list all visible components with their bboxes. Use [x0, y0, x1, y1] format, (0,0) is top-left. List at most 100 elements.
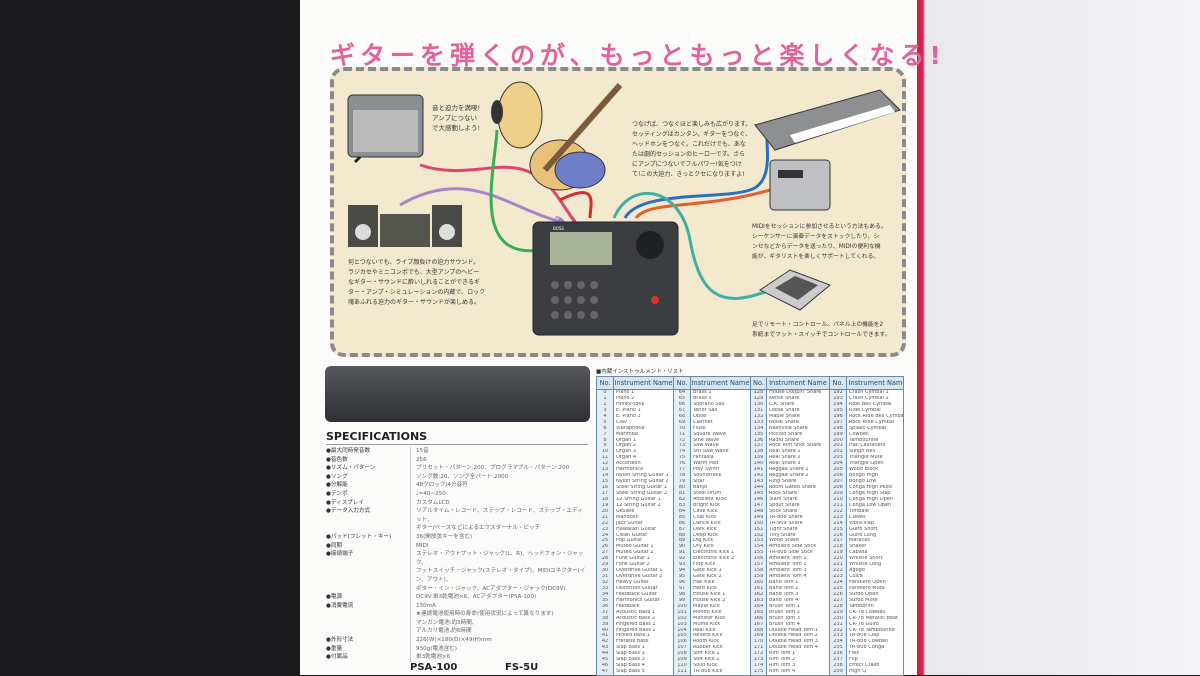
instrument-number: 138 — [753, 449, 764, 455]
spec-value-line: ギター/ベースなどによるエクスターナル・ピッチ — [416, 525, 541, 532]
instrument-number: 217 — [833, 538, 843, 544]
instrument-number: 27 — [601, 550, 609, 556]
instrument-number: 208 — [833, 485, 843, 490]
instrument-name: TR-808 Clap — [849, 633, 880, 639]
instrument-number: 78 — [678, 473, 686, 479]
instrument-name: Rock Snare — [769, 490, 797, 496]
instrument-name: Dry Kick — [693, 544, 714, 550]
instrument-number: 87 — [678, 526, 686, 532]
instrument-name: Soft Kick 1 — [693, 651, 720, 657]
header-no: No. — [830, 377, 846, 390]
instrument-number: 8 — [603, 437, 607, 443]
instrument-name: Rock Ride Bell Cymbal — [849, 413, 904, 419]
instrument-name: Reggae Snare 1 — [769, 467, 809, 473]
instrument-name: Real Snare 2 — [769, 455, 801, 461]
instrument-number: 88 — [678, 532, 686, 538]
instrument-number: 238 — [833, 663, 843, 669]
instrument-number: 2 — [603, 401, 607, 407]
instrument-name: Funk Guitar 1 — [616, 556, 650, 562]
instrument-name: Funk Guitar 2 — [616, 562, 650, 568]
instrument-name: Double Head Tom 3 — [769, 639, 818, 645]
instrument-name: Soprano Sax — [693, 401, 725, 407]
instrument-name: Brass 3 — [693, 395, 712, 401]
instrument-name: Tenor Sax — [693, 407, 718, 413]
instrument-number: 102 — [677, 615, 687, 621]
spec-value-line: ソング数:20、ソング全パート:2000 — [416, 473, 509, 480]
instrument-number: 152 — [753, 532, 764, 538]
spec-value: 256 — [410, 455, 588, 465]
spec-row: ●テンポ♩=40~250 — [326, 489, 588, 499]
spec-value: リアルタイム・レコード、ステップ・レコード、ステップ・エディット、ギター/ベース… — [410, 507, 588, 533]
instrument-number: 134 — [753, 425, 764, 431]
instrument-name: Double Head Tom 1 — [769, 627, 818, 633]
instrument-number: 75 — [678, 455, 686, 461]
instrument-number: 135 — [753, 431, 764, 437]
instrument-number: 150 — [753, 520, 764, 526]
instrument-number: 170 — [753, 639, 764, 645]
amp-caption: 音と迫力を満喫!アンプにつないで大感動しよう! — [432, 104, 481, 132]
spec-value-line: 15音 — [416, 448, 429, 454]
instrument-name: Timbale — [849, 508, 869, 514]
instrument-name: TR-808 Cowbell — [849, 639, 888, 645]
instrument-name: Ambient Tom 3 — [769, 568, 807, 574]
instrument-number: 146 — [753, 496, 764, 502]
instrument-number: 166 — [753, 615, 764, 621]
instrument-name: Overdrive Guitar 2 — [616, 574, 663, 580]
instrument-number: 129 — [753, 395, 764, 401]
instrument-number: 11 — [601, 455, 609, 461]
spec-row: ●接続端子ステレオ・アウトプット・ジャック(L、R)、ヘッドフォン・ジャック、フ… — [326, 550, 588, 594]
instrument-name: House Doopin' Snare — [769, 390, 822, 395]
instrument-name: Tambourine — [849, 437, 879, 443]
spec-label: ●音色数 — [326, 456, 348, 463]
instrument-number: 148 — [753, 508, 764, 514]
instrument-number: 31 — [601, 574, 609, 580]
instrument-number: 143 — [753, 479, 764, 485]
instrument-name: Conga High Slap — [849, 490, 891, 496]
instrument-number: 198 — [833, 425, 843, 431]
instrument-name: Club Kick — [693, 514, 717, 520]
instrument-number: 21 — [601, 514, 609, 520]
instrument-number: 104 — [677, 627, 687, 633]
instrument-name: Rim Tom 2 — [769, 657, 796, 663]
instrument-name: Reverb Kick — [693, 633, 723, 639]
spec-label: ●分解能 — [326, 482, 348, 489]
instrument-number: 26 — [601, 544, 609, 550]
instrument-name: Band Tom 4 — [769, 597, 799, 603]
header-no: No. — [751, 377, 766, 390]
instrument-name: Harmonics Guitar — [616, 597, 660, 603]
instrument-number: 213 — [833, 514, 843, 520]
instrument-name: Sitar — [693, 479, 705, 485]
instrument-name: Heavy Guitar — [616, 580, 649, 585]
instrument-name: Fretless Bass — [616, 639, 649, 645]
spec-label: ●付属品 — [326, 654, 348, 661]
instrument-name: Electronic Kick 2 — [693, 556, 735, 562]
instrument-number: 224 — [833, 580, 843, 585]
instrument-name: Crash Cymbal 2 — [849, 395, 889, 401]
instrument-name: Acoustic Bass 1 — [616, 609, 656, 615]
instrument-name: Crash Cymbal 1 — [849, 390, 889, 395]
instrument-number: 223 — [833, 574, 843, 580]
instrument-name: Band Tom 1 — [769, 580, 799, 585]
instrument-name: Maple Kick — [693, 603, 720, 609]
instrument-number: 172 — [753, 651, 764, 657]
instrument-number: 14 — [601, 473, 609, 479]
spec-value-line: 256 — [416, 456, 427, 463]
instrument-name: Nylon String Guitar 2 — [616, 479, 669, 485]
instrument-name: Slap Bass 2 — [616, 651, 645, 657]
instrument-number: 43 — [601, 645, 609, 651]
stereo-caption: 何とつないでも、ライブ顔負けの迫力サウンド。ラジカセやミニコンポでも、大型アンプ… — [348, 259, 486, 306]
instrument-number: 97 — [678, 585, 686, 591]
spec-label: ●パッド(フレット・キー) — [326, 533, 392, 540]
instrument-number: 72 — [678, 437, 686, 443]
instrument-name: Organ 1 — [616, 437, 637, 443]
instrument-number: 197 — [833, 419, 843, 425]
instrument-name: Whistle Long — [849, 562, 882, 568]
instrument-name: Flip — [849, 657, 858, 663]
instrument-number: 207 — [833, 479, 843, 485]
instrument-name: Distortion Guitar — [616, 585, 658, 591]
spec-value-line: 130mA — [416, 602, 436, 609]
instrument-number: 168 — [753, 627, 764, 633]
